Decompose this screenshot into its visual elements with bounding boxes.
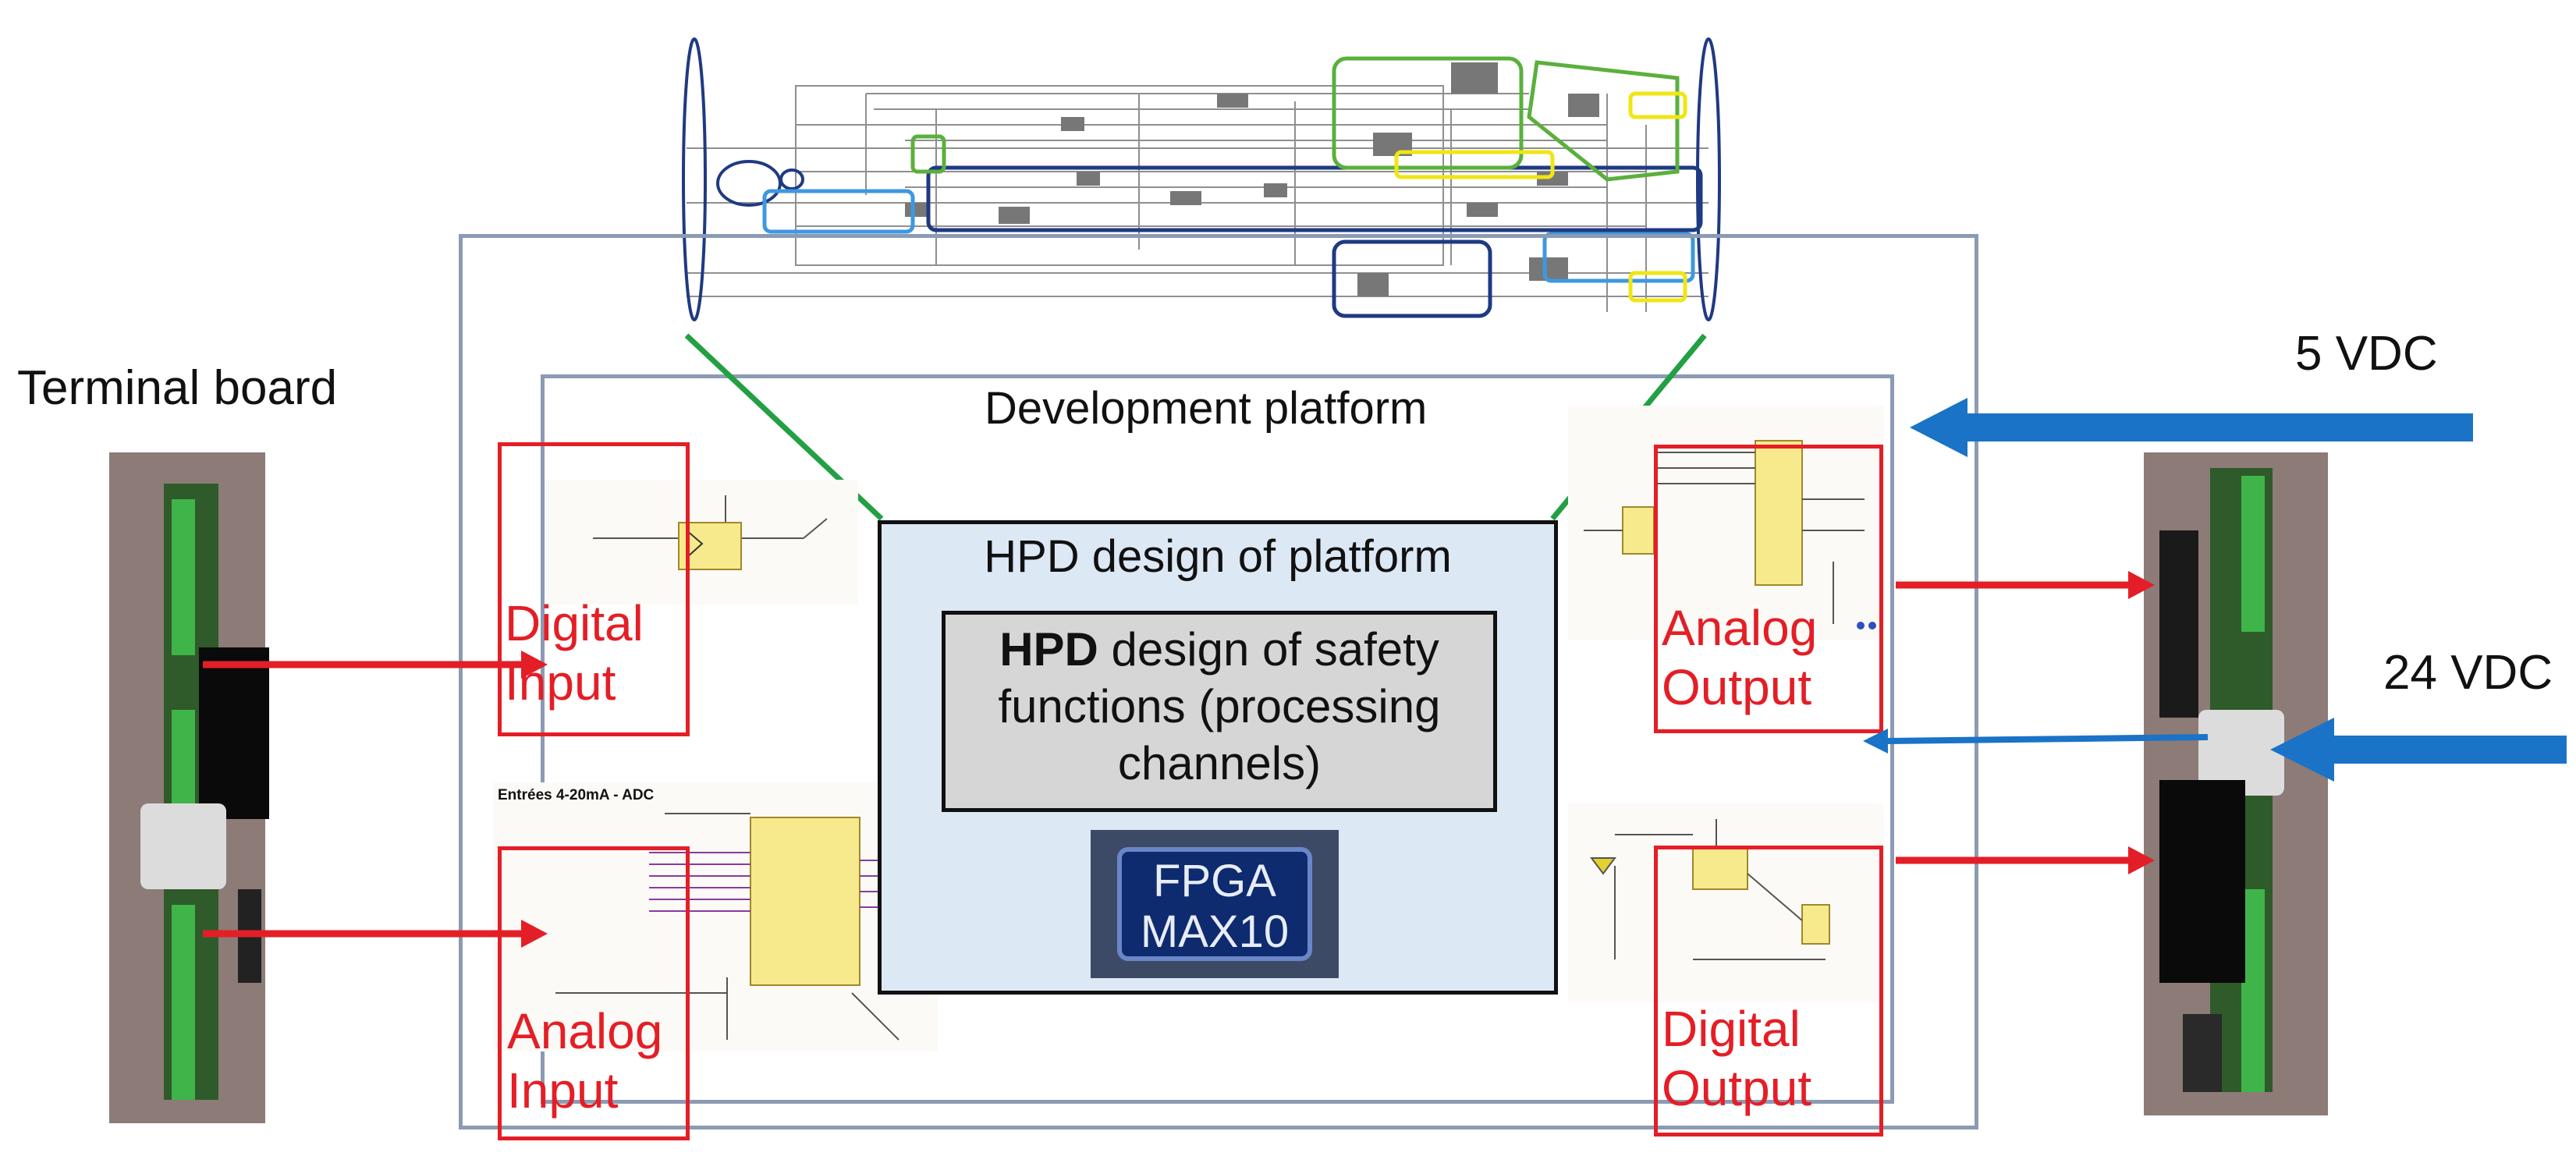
fpga-label: FPGA MAX10 xyxy=(1117,847,1312,961)
hpd-platform-label: HPD design of platform xyxy=(984,531,1452,582)
safety-hpd-bold: HPD xyxy=(999,623,1098,676)
fpga-chip: FPGA MAX10 xyxy=(1091,830,1339,978)
fpga-block-schematic xyxy=(682,37,1721,321)
fpga-line2: MAX10 xyxy=(1140,906,1290,957)
digital-input-label: Digital Input xyxy=(505,595,644,711)
digital-input-box xyxy=(498,442,690,736)
terminal-board-label: Terminal board xyxy=(17,361,338,415)
safety-functions-label: design of safety functions (processing c… xyxy=(998,623,1441,790)
fpga-line1: FPGA xyxy=(1153,856,1276,906)
signal-arrow-digital-output xyxy=(1896,846,2155,874)
signal-arrow-digital-input xyxy=(203,651,548,679)
terminal-board-left xyxy=(109,452,269,1123)
analog-input-label: Analog Input xyxy=(507,1003,663,1119)
vdc-24-label: 24 VDC xyxy=(2383,646,2553,700)
power-arrow-24vdc-in xyxy=(2270,718,2567,782)
digital-output-box xyxy=(1654,846,1883,1136)
development-platform-label: Development platform xyxy=(985,383,1428,434)
terminal-board-right xyxy=(2144,452,2328,1115)
safety-functions-box: HPD design of safety functions (processi… xyxy=(942,611,1497,812)
analog-output-box xyxy=(1654,445,1883,733)
adc-schematic-title: Entrées 4-20mA - ADC xyxy=(498,787,655,803)
analog-input-schematic: Entrées 4-20mA - ADC xyxy=(493,782,938,1051)
analog-output-label: Analog Output xyxy=(1662,600,1818,715)
outer-frame xyxy=(459,234,1978,1129)
signal-arrow-analog-input xyxy=(203,920,548,948)
power-arrow-24vdc-internal xyxy=(1863,729,2209,754)
signal-arrow-analog-output xyxy=(1896,571,2155,599)
digital-output-schematic xyxy=(1568,803,1884,1002)
analog-input-box xyxy=(498,846,690,1140)
vdc-5-label: 5 VDC xyxy=(2295,327,2438,381)
digital-output-label: Digital Output xyxy=(1662,1001,1812,1116)
power-arrow-5vdc xyxy=(1910,398,2473,457)
